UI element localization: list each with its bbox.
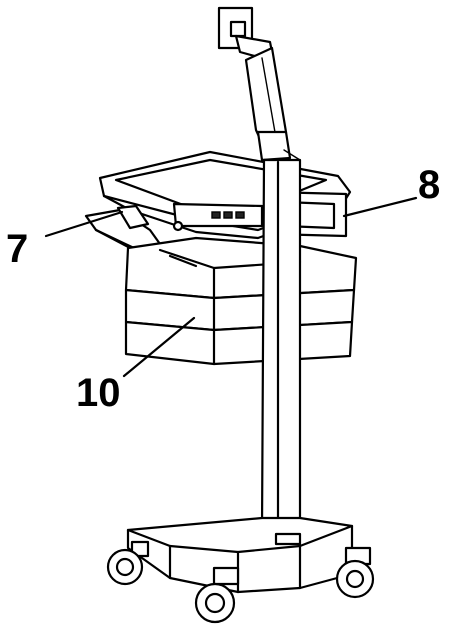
- callout-8: 8: [418, 163, 440, 207]
- callout-10: 10: [76, 371, 121, 415]
- articulating-arm: [244, 46, 292, 162]
- control-panel: [172, 202, 264, 232]
- leader-line-7: [44, 210, 124, 238]
- panel-button-2: [223, 211, 233, 219]
- caster-front-left: [106, 540, 150, 586]
- panel-button-3: [235, 211, 245, 219]
- panel-button-1: [211, 211, 221, 219]
- leader-line-10: [122, 316, 196, 378]
- caster-right: [335, 546, 375, 599]
- base: [126, 516, 354, 594]
- panel-knob: [172, 220, 184, 232]
- callout-7: 7: [6, 227, 28, 271]
- column: [260, 149, 302, 532]
- leader-line-8: [342, 196, 418, 218]
- caster-front: [194, 566, 240, 624]
